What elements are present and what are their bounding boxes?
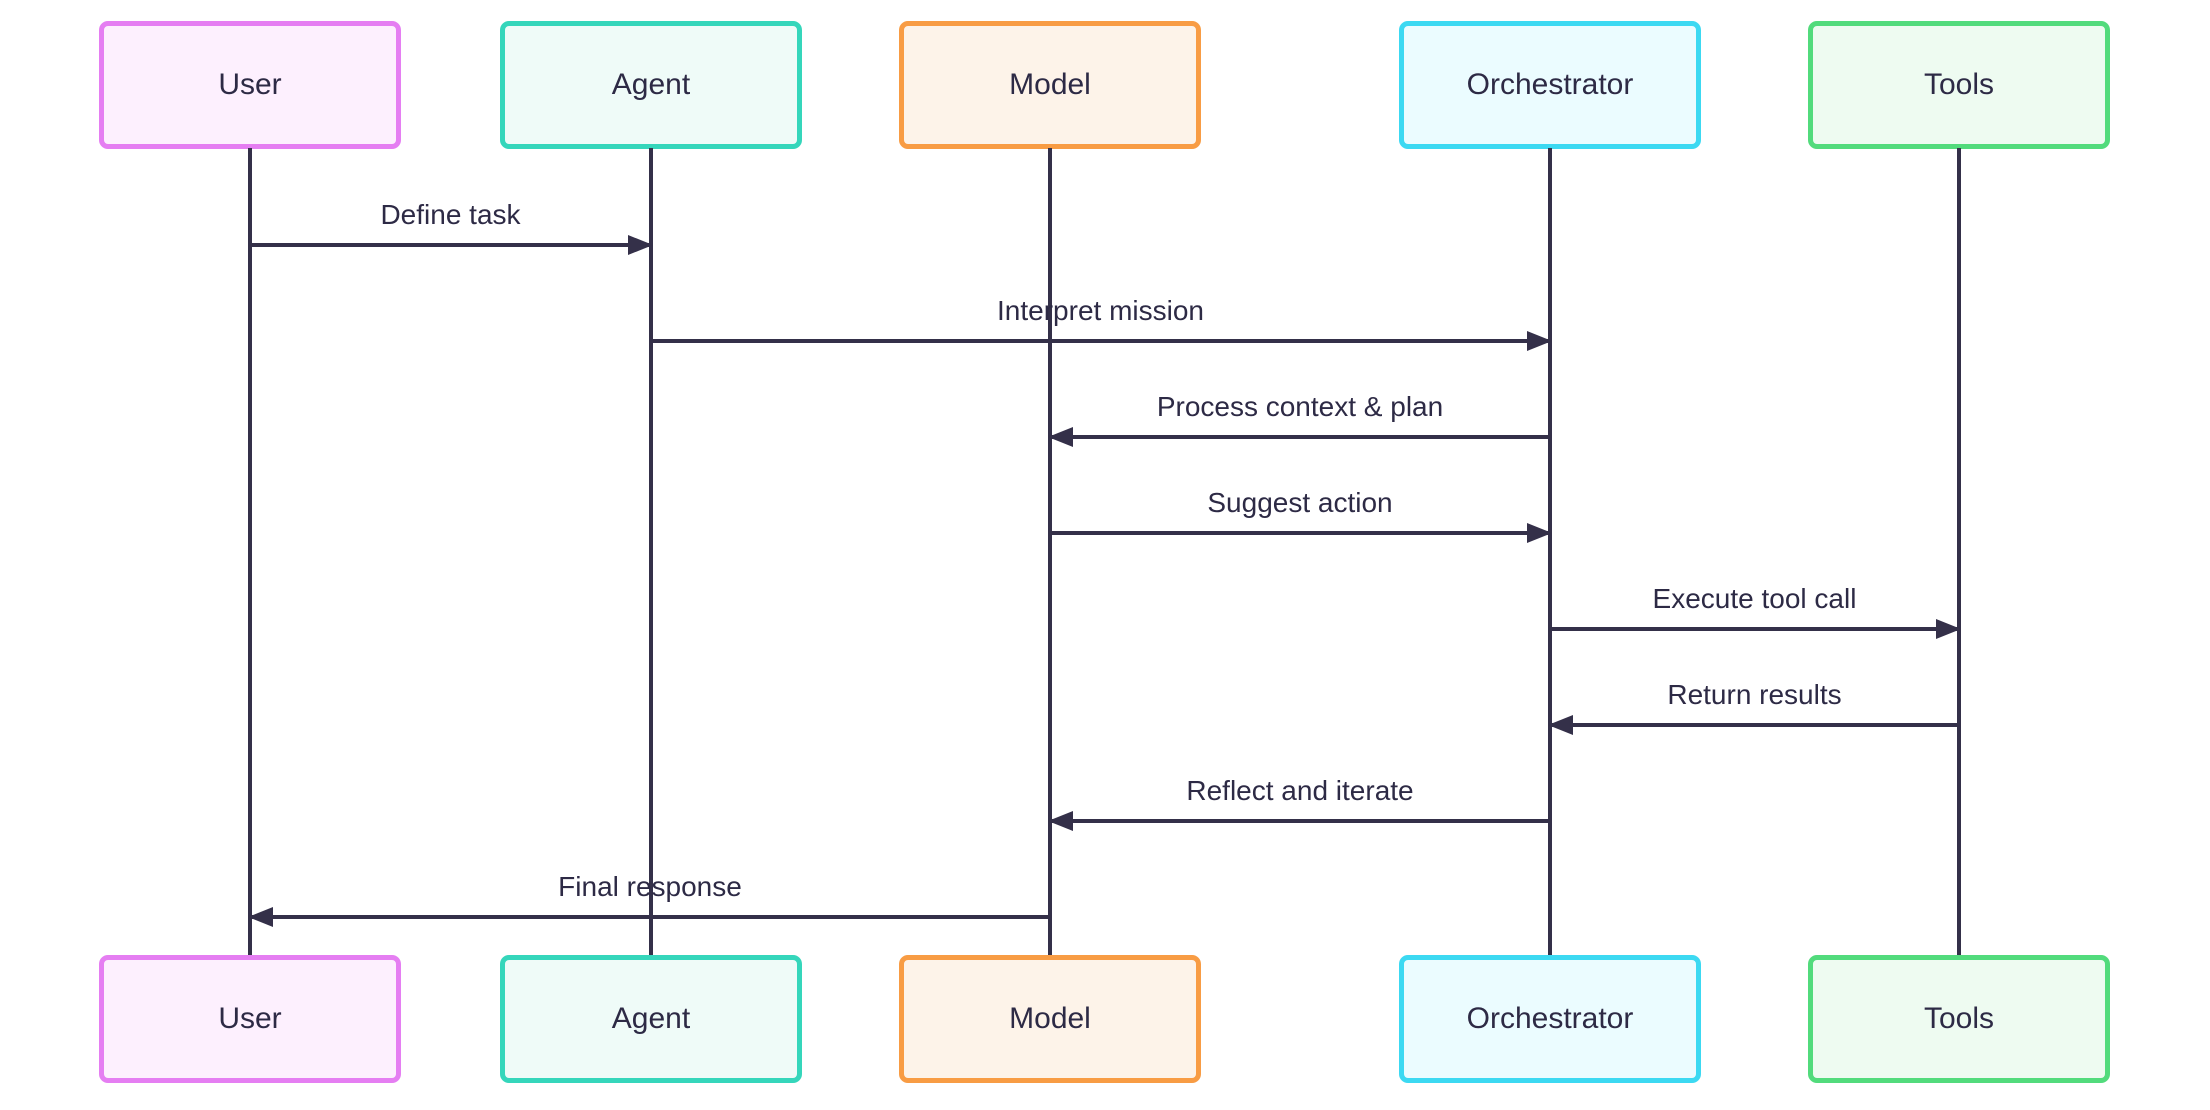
- lifeline-tools: [1957, 148, 1961, 955]
- message-label: Interpret mission: [997, 295, 1204, 326]
- message-label: Define task: [380, 199, 521, 230]
- arrowhead-left-icon: [1548, 715, 1573, 735]
- message-reflect-and-iterate: Reflect and iterate: [1048, 763, 1550, 831]
- message-label: Reflect and iterate: [1186, 775, 1414, 806]
- message-process-context-plan: Process context & plan: [1048, 379, 1550, 447]
- message-return-results: Return results: [1548, 667, 1959, 735]
- actor-box-user-bottom: User: [99, 955, 401, 1083]
- message-line: [1550, 627, 1959, 631]
- message-line: [1050, 531, 1550, 535]
- actor-box-user-top: User: [99, 21, 401, 149]
- actor-label-tools: Tools: [1923, 1002, 1995, 1035]
- message-define-task: Define task: [250, 187, 653, 255]
- lifeline-user: [248, 148, 252, 955]
- message-label: Suggest action: [1207, 487, 1393, 518]
- message-label: Process context & plan: [1156, 391, 1444, 422]
- actor-label-agent: Agent: [611, 1002, 691, 1035]
- actor-label-user: User: [218, 68, 282, 101]
- message-line: [1050, 435, 1550, 439]
- actor-box-tools-top: Tools: [1808, 21, 2110, 149]
- message-final-response: Final response: [248, 859, 1050, 927]
- actor-box-model-top: Model: [899, 21, 1201, 149]
- message-line: [1550, 723, 1959, 727]
- actor-label-model: Model: [1009, 1002, 1091, 1035]
- message-line: [250, 243, 651, 247]
- arrowhead-right-icon: [628, 235, 653, 255]
- arrowhead-right-icon: [1527, 523, 1552, 543]
- message-suggest-action: Suggest action: [1050, 475, 1552, 543]
- arrowhead-left-icon: [1048, 427, 1073, 447]
- actor-label-user: User: [218, 1002, 282, 1035]
- arrowhead-left-icon: [1048, 811, 1073, 831]
- actor-box-model-bottom: Model: [899, 955, 1201, 1083]
- message-line: [250, 915, 1050, 919]
- actor-label-model: Model: [1009, 68, 1091, 101]
- actor-box-orchestrator-top: Orchestrator: [1399, 21, 1701, 149]
- actor-label-orchestrator: Orchestrator: [1466, 1002, 1634, 1035]
- message-line: [651, 339, 1550, 343]
- lifeline-agent: [649, 148, 653, 955]
- actor-label-agent: Agent: [611, 68, 691, 101]
- message-line: [1050, 819, 1550, 823]
- lifeline-model: [1048, 148, 1052, 955]
- arrowhead-left-icon: [248, 907, 273, 927]
- message-label: Return results: [1667, 679, 1842, 710]
- message-execute-tool-call: Execute tool call: [1550, 571, 1961, 639]
- message-label: Execute tool call: [1652, 583, 1857, 614]
- message-label: Final response: [558, 871, 742, 902]
- actor-label-orchestrator: Orchestrator: [1466, 68, 1634, 101]
- arrowhead-right-icon: [1527, 331, 1552, 351]
- actor-box-agent-bottom: Agent: [500, 955, 802, 1083]
- actor-box-agent-top: Agent: [500, 21, 802, 149]
- actor-label-tools: Tools: [1923, 68, 1995, 101]
- actor-box-orchestrator-bottom: Orchestrator: [1399, 955, 1701, 1083]
- lifeline-orchestrator: [1548, 148, 1552, 955]
- actor-box-tools-bottom: Tools: [1808, 955, 2110, 1083]
- message-interpret-mission: Interpret mission: [651, 283, 1552, 351]
- arrowhead-right-icon: [1936, 619, 1961, 639]
